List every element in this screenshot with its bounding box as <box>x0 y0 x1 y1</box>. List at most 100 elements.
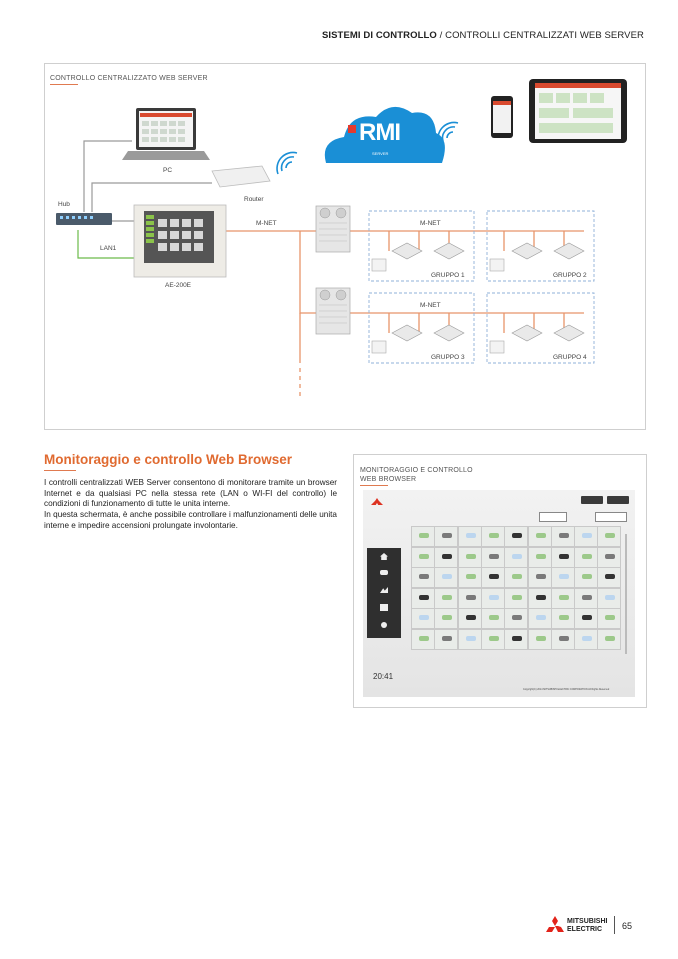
unit-status-icon <box>605 574 616 579</box>
unit-tile[interactable] <box>480 526 505 547</box>
unit-tile[interactable] <box>597 608 622 629</box>
unit-tile[interactable] <box>480 628 505 650</box>
unit-tile[interactable] <box>550 546 575 568</box>
unit-tile[interactable] <box>504 628 529 650</box>
unit-tile[interactable] <box>457 526 482 547</box>
unit-tile[interactable] <box>504 546 529 568</box>
unit-tile[interactable] <box>597 546 622 568</box>
unit-status-icon <box>465 553 476 559</box>
unit-tile[interactable] <box>434 526 459 547</box>
unit-tile[interactable] <box>527 526 552 547</box>
unit-tile[interactable] <box>527 628 552 650</box>
screenshot-caption-line1: MONITORAGGIO E CONTROLLO <box>360 467 473 474</box>
unit-tile[interactable] <box>527 587 552 609</box>
ae200e-label: AE-200E <box>165 282 192 289</box>
unit-tile[interactable] <box>411 587 435 609</box>
top-button[interactable] <box>581 496 603 504</box>
pc-label: PC <box>163 167 173 174</box>
unit-tile[interactable] <box>480 608 505 629</box>
unit-tile[interactable] <box>434 628 459 650</box>
unit-status-icon <box>582 615 593 620</box>
group-label: GRUPPO 1 <box>431 272 465 279</box>
caption-underline <box>360 485 388 486</box>
unit-status-icon <box>488 533 499 538</box>
settings-icon[interactable] <box>381 622 387 628</box>
unit-status-icon <box>419 574 429 579</box>
unit-tile[interactable] <box>411 546 435 568</box>
title-underline <box>44 470 76 471</box>
unit-status-icon <box>558 594 569 600</box>
section-paragraph-2: In questa schermata, è anche possibile c… <box>44 510 337 530</box>
unit-tile[interactable] <box>504 608 529 629</box>
unit-tile[interactable] <box>550 526 575 547</box>
unit-tile[interactable] <box>411 608 435 629</box>
unit-tile[interactable] <box>550 608 575 629</box>
unit-tile[interactable] <box>504 587 529 609</box>
scrollbar[interactable] <box>625 534 627 654</box>
unit-tile[interactable] <box>597 587 622 609</box>
cloud-subtitle: SERVER <box>372 151 389 156</box>
select-button[interactable] <box>539 512 567 522</box>
info-icon[interactable] <box>380 604 388 611</box>
screenshot-caption-line2: WEB BROWSER <box>360 476 417 483</box>
unit-status-icon <box>535 594 546 600</box>
caption-underline <box>50 84 78 85</box>
unit-tile[interactable] <box>480 567 505 588</box>
cloud-logo: RMI <box>359 119 401 146</box>
unit-tile[interactable] <box>480 587 505 609</box>
unit-status-icon <box>535 574 546 579</box>
unit-tile[interactable] <box>574 567 599 588</box>
unit-status-icon <box>419 615 429 620</box>
unit-tile[interactable] <box>457 628 482 650</box>
unit-tile[interactable] <box>457 608 482 629</box>
unit-tile[interactable] <box>457 587 482 609</box>
unit-tile[interactable] <box>597 526 622 547</box>
unit-status-icon <box>488 635 499 641</box>
unit-tile[interactable] <box>434 608 459 629</box>
unit-tile[interactable] <box>597 567 622 588</box>
top-button[interactable] <box>607 496 629 504</box>
unit-tile[interactable] <box>434 567 459 588</box>
unit-status-icon <box>442 574 453 579</box>
mitsubishi-logo-icon <box>545 916 565 934</box>
unit-status-icon <box>488 594 499 600</box>
unit-tile[interactable] <box>597 628 622 650</box>
page-header: SISTEMI DI CONTROLLO / CONTROLLI CENTRAL… <box>322 30 644 41</box>
unit-tile[interactable] <box>574 526 599 547</box>
unit-tile[interactable] <box>411 567 435 588</box>
unit-tile[interactable] <box>504 526 529 547</box>
unit-status-icon <box>605 594 616 600</box>
select-button[interactable] <box>595 512 627 522</box>
energy-icon[interactable] <box>380 587 388 593</box>
unit-tile[interactable] <box>574 628 599 650</box>
unit-status-icon <box>605 553 616 559</box>
unit-tile[interactable] <box>527 567 552 588</box>
home-icon[interactable] <box>380 553 388 560</box>
unit-tile[interactable] <box>550 628 575 650</box>
unit-status-icon <box>605 615 616 620</box>
unit-tile[interactable] <box>504 567 529 588</box>
mnet-main-label: M-NET <box>256 220 277 227</box>
brand-name: ELECTRIC <box>567 926 602 933</box>
unit-status-icon <box>582 594 593 600</box>
browser-screenshot: 20:41 Copyright(C) 2014 MITSUBISHI ELECT… <box>363 490 635 697</box>
unit-tile[interactable] <box>457 546 482 568</box>
unit-tile[interactable] <box>574 587 599 609</box>
unit-tile[interactable] <box>574 546 599 568</box>
router-label: Router <box>244 196 264 203</box>
unit-tile[interactable] <box>550 567 575 588</box>
group-icon[interactable] <box>380 570 388 575</box>
unit-tile[interactable] <box>434 587 459 609</box>
unit-status-icon <box>419 553 429 559</box>
unit-tile[interactable] <box>527 608 552 629</box>
unit-status-icon <box>535 533 546 538</box>
unit-tile[interactable] <box>411 628 435 650</box>
unit-tile[interactable] <box>457 567 482 588</box>
unit-tile[interactable] <box>480 546 505 568</box>
unit-tile[interactable] <box>411 526 435 547</box>
unit-tile[interactable] <box>434 546 459 568</box>
unit-tile[interactable] <box>550 587 575 609</box>
unit-status-icon <box>419 635 429 641</box>
unit-tile[interactable] <box>527 546 552 568</box>
unit-tile[interactable] <box>574 608 599 629</box>
